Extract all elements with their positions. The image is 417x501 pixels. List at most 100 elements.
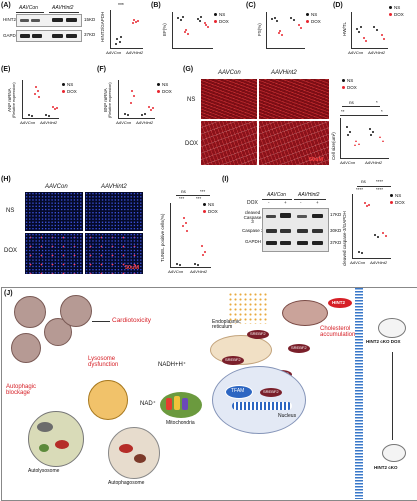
d-x1: AAVCon [348, 50, 364, 55]
a-quant-ylabel: HINT2/GAPDH [100, 11, 105, 42]
j-er-label: Endoplasmic reticulum [212, 319, 241, 330]
i-sig-2: **** [376, 179, 384, 184]
h-x1: AAVCon [168, 269, 184, 274]
c-legend-ns: NS [311, 12, 318, 17]
h-img-aavcon-ns [25, 192, 83, 231]
f-legend-dox: DOX [162, 89, 172, 94]
h-col1: AAVCon [45, 184, 68, 190]
g-plot [340, 118, 389, 159]
j-mouse-top [378, 318, 406, 338]
panel-i-label: (I) [222, 176, 229, 183]
blot-i-row-gapdh: GAPDH [245, 239, 262, 244]
blot-a-gapdh [16, 30, 82, 42]
a-quant-x2: AAVHint2 [126, 50, 144, 55]
i-x2: AAVHint2 [370, 260, 388, 265]
g-legend-dox: DOX [347, 85, 357, 90]
i-ylabel: cleaved caspase-3/GAPDH [342, 211, 347, 266]
panel-h-label: (H) [1, 176, 11, 183]
j-lysosome [88, 380, 128, 420]
i-sig-1: ns [361, 179, 366, 184]
i-plot [352, 194, 391, 259]
j-srebf2-a: SREBF2 [247, 330, 269, 339]
a-quant-sig: *** [118, 3, 124, 9]
i-legend-ns: NS [395, 193, 402, 198]
panel-c-label: (C) [246, 2, 256, 9]
h-sig-4: *** [196, 196, 202, 201]
j-arrow-cardio [92, 321, 110, 322]
j-mitochondrion [282, 300, 328, 326]
h-sig-3: *** [179, 196, 185, 201]
e-legend-ns: NS [67, 82, 74, 87]
j-mitochondria-label: Mitochondria [166, 420, 195, 426]
panel-a-label: (A) [1, 2, 11, 9]
j-mito-complex [160, 392, 202, 418]
a-quant-plot [110, 10, 143, 49]
g-img-aavhint2-dox [259, 121, 329, 165]
panel-d-label: (D) [333, 2, 343, 9]
g-img-aavcon-ns [201, 79, 257, 119]
j-cholesterol-label: Cholesterol accumulation [320, 326, 356, 338]
f-legend-ns: NS [162, 82, 169, 87]
j-autolysosome-label: Autolysosome [28, 468, 60, 474]
blot-a-size2: 37KD [84, 32, 96, 37]
blot-a-underline1 [16, 12, 44, 13]
blot-i-dox: DOX [247, 200, 258, 206]
b-plot [172, 12, 213, 49]
h-img-aavhint2-dox [85, 233, 143, 274]
j-cell-4 [60, 295, 92, 327]
e-ysub: (Relative expression) [12, 82, 16, 118]
g-ylabel: Cell size(um²) [331, 132, 336, 160]
j-nad: NAD⁺ [140, 401, 156, 407]
j-dna [232, 402, 292, 410]
h-img-aavcon-dox [25, 233, 83, 274]
blot-a-hint2 [16, 14, 82, 27]
c-legend-dox: DOX [311, 19, 321, 24]
panel-j-label: (J) [4, 290, 13, 297]
h-row-dox: DOX [4, 248, 18, 254]
e-x2: AAVHint2 [40, 120, 58, 125]
g-sig-1: ns [349, 100, 354, 105]
j-autophagosome-label: Autophagosome [108, 480, 145, 486]
j-autophagosome-img [108, 427, 160, 479]
j-cell-3 [11, 333, 41, 363]
g-img-aavhint2-ns [259, 79, 329, 119]
d-x2: AAVHint2 [368, 50, 386, 55]
blot-i-size2: 30KD [330, 228, 342, 233]
e-x1: AAVCon [20, 120, 36, 125]
g-x2: AAVHint2 [365, 160, 383, 165]
b-legend-ns: NS [219, 12, 226, 17]
blot-a-group1: AAVCon [19, 5, 38, 11]
j-nucleus [212, 366, 306, 434]
f-x1: AAVCon [116, 120, 132, 125]
blot-i-size1: 17KD [330, 212, 342, 217]
j-mouse-arrow [392, 352, 393, 440]
j-cell-1 [14, 296, 46, 328]
g-col1: AAVCon [218, 70, 241, 76]
j-autophagic-blockage: Autophagic blockage [6, 384, 37, 396]
h-legend-ns: NS [208, 202, 215, 207]
d-plot [351, 12, 388, 49]
blot-i-dox-1: - [268, 200, 270, 205]
blot-i-row-casp3: Caspase 3 [242, 228, 264, 233]
h-sig-2: *** [200, 189, 206, 194]
j-mouse-bottom-label: HINT2 cKO [374, 465, 398, 470]
j-srebf2-b: SREBF2 [288, 344, 310, 353]
j-nadh: NADH+H⁺ [158, 362, 187, 368]
j-autolysosome-img [28, 411, 84, 467]
j-srebf2-e: SREBF2 [260, 388, 282, 397]
panel-e-label: (E) [1, 66, 11, 73]
blot-i-dox-2: + [284, 200, 287, 205]
i-sig-3: **** [356, 187, 364, 192]
g-img-aavcon-dox [201, 121, 257, 165]
j-cell-membrane [355, 288, 363, 499]
d-legend-dox: DOX [394, 12, 404, 17]
e-legend-dox: DOX [67, 89, 77, 94]
h-col2: AAVHint2 [101, 184, 127, 190]
j-cardiotoxicity: Cardiotoxicity [112, 317, 152, 324]
h-sig-1: ns [181, 189, 186, 194]
g-sig-3: ** [341, 109, 345, 114]
g-col2: AAVHint2 [271, 70, 297, 76]
g-x1: AAVCon [340, 160, 356, 165]
h-x2: AAVHint2 [190, 269, 208, 274]
g-row-dox: DOX [185, 141, 199, 147]
